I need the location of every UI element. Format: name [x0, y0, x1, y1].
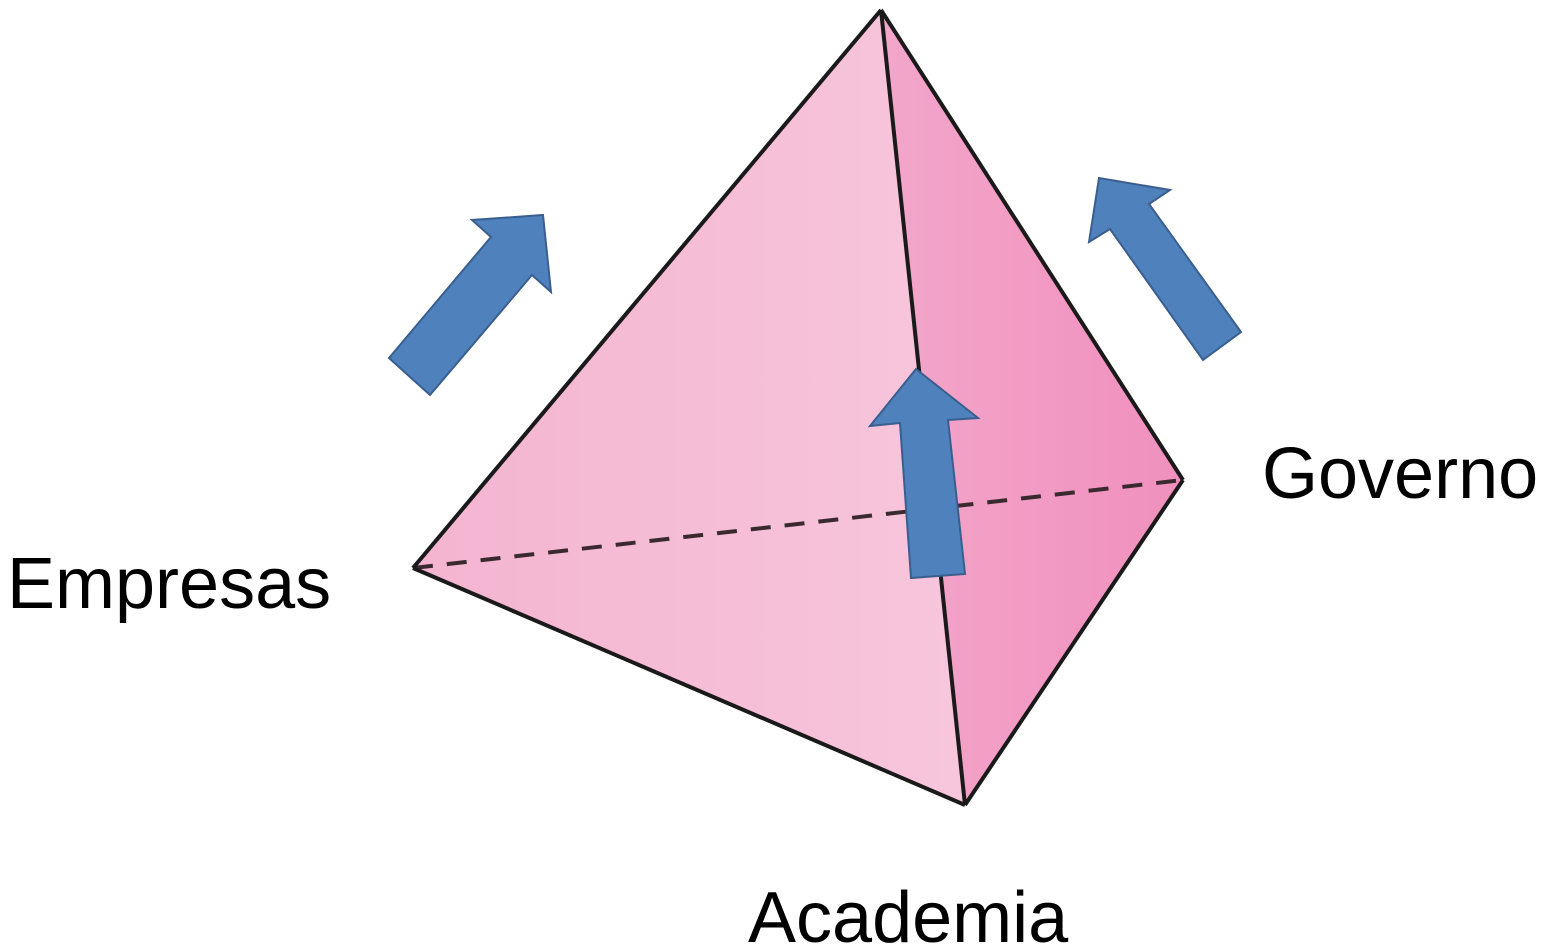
- label-academia: Academia: [748, 878, 1069, 952]
- label-empresas: Empresas: [7, 544, 331, 624]
- front-face: [413, 10, 965, 805]
- label-governo: Governo: [1262, 434, 1538, 514]
- edge-apex-governo: [879, 8, 1185, 482]
- hidden-edge: [412, 478, 1184, 570]
- arrow-left-icon: [387, 213, 553, 397]
- right-face: [881, 10, 1183, 805]
- edge-empresas-academia: [412, 566, 966, 807]
- arrow-center-icon: [867, 367, 981, 580]
- edge-academia-governo: [963, 478, 1185, 807]
- arrow-right-icon: [1087, 176, 1243, 362]
- edge-apex-empresas: [411, 8, 883, 570]
